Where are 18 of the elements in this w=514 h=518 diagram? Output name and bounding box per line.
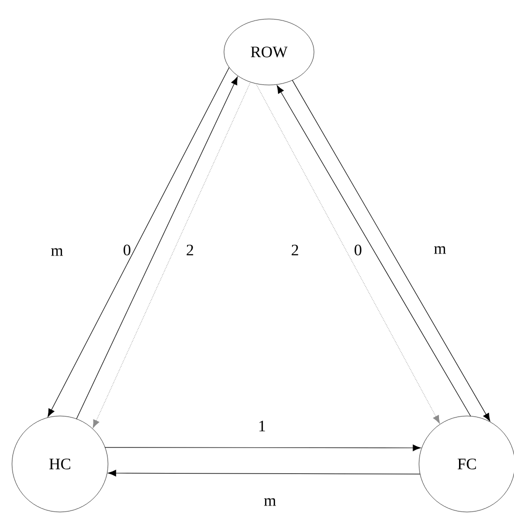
arrow: [256, 83, 440, 424]
arrow: [292, 80, 490, 422]
edge-label: m: [264, 498, 276, 506]
ellipse-node: ROW: [224, 18, 314, 86]
edge-label: 0: [124, 244, 130, 256]
edge-label: 1: [259, 420, 266, 432]
arrow: [48, 67, 230, 417]
edge-label: 2: [186, 244, 194, 256]
edge-label: 0: [354, 244, 362, 256]
arrow: [76, 76, 238, 420]
edge-label: m: [51, 248, 63, 256]
edge-label: m: [434, 246, 446, 254]
arrow: [104, 444, 421, 452]
arrow: [276, 85, 471, 416]
edge-label: 2: [292, 244, 298, 256]
circle-node: HC: [12, 416, 108, 512]
arrow: [92, 82, 251, 428]
arrow: [108, 470, 420, 476]
